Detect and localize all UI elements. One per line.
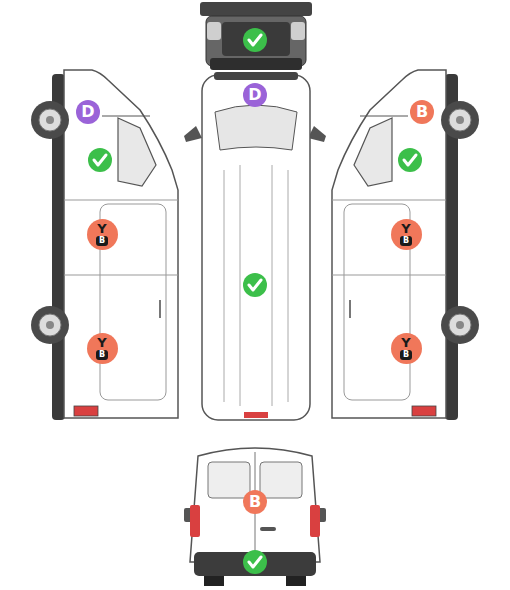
letter-badge: B — [243, 490, 267, 514]
badge-letter: D — [248, 87, 261, 103]
check-mark — [243, 273, 267, 297]
top-view — [184, 72, 326, 420]
badge-icon: YB — [391, 333, 422, 364]
check-mark — [398, 148, 422, 172]
badge-subletter: B — [96, 350, 108, 360]
badge-icon: YB — [391, 219, 422, 250]
badge-letter: Y — [401, 222, 410, 235]
badge-letter: D — [81, 104, 94, 120]
right-side-view — [332, 70, 479, 420]
badge-letter: Y — [97, 336, 106, 349]
badge-letter: B — [416, 104, 428, 120]
badge-letter: Y — [97, 222, 106, 235]
badge-letter: Y — [401, 336, 410, 349]
check-mark — [88, 148, 112, 172]
badge-icon: YB — [87, 333, 118, 364]
letter-badge: D — [243, 83, 267, 107]
letter-badge: D — [76, 100, 100, 124]
badge-subletter: B — [400, 350, 412, 360]
badge-icon: YB — [87, 219, 118, 250]
rear-view — [184, 448, 326, 586]
check-mark — [243, 28, 267, 52]
badge-subletter: B — [400, 236, 412, 246]
badge-letter: B — [249, 494, 261, 510]
badge-subletter: B — [96, 236, 108, 246]
check-mark — [243, 550, 267, 574]
left-side-view — [31, 70, 178, 420]
front-view — [200, 2, 312, 70]
letter-badge: B — [410, 100, 434, 124]
